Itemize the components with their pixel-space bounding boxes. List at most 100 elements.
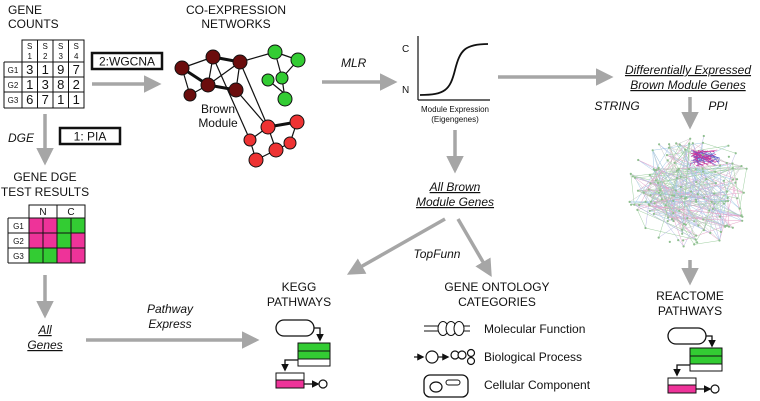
ppi-node bbox=[637, 158, 640, 162]
ppi-node bbox=[657, 167, 660, 170]
topfunn-label: TopFunn bbox=[414, 247, 461, 261]
ppi-node bbox=[688, 142, 691, 145]
ppi-node bbox=[649, 182, 652, 185]
ppi-node bbox=[731, 178, 735, 181]
plot-sigmoid-curve bbox=[419, 43, 489, 96]
ppi-edge bbox=[643, 192, 729, 202]
green-node bbox=[261, 73, 275, 87]
ppi-edge bbox=[719, 165, 722, 232]
gene-counts-block: GENE COUNTS S 1 S 2 S 3 S 4 G1 3 1 bbox=[3, 3, 85, 109]
ppi-node bbox=[724, 200, 727, 203]
string-label: STRING bbox=[594, 99, 639, 113]
ppi-edge bbox=[681, 143, 690, 234]
ppi-node bbox=[666, 220, 669, 223]
ppi-node bbox=[714, 170, 717, 173]
ppi-node bbox=[694, 198, 698, 201]
ppi-edge bbox=[649, 205, 726, 227]
ppi-node bbox=[741, 219, 744, 222]
ppi-node bbox=[667, 216, 670, 219]
ppi-edge bbox=[684, 149, 692, 192]
ppi-network bbox=[628, 134, 748, 248]
pia-box: 1: PIA bbox=[58, 126, 122, 146]
ppi-edge bbox=[687, 215, 742, 219]
gc-col-s3-b: 3 bbox=[58, 52, 63, 61]
ppi-edge bbox=[652, 150, 695, 222]
ppi-node bbox=[681, 232, 684, 235]
go-item-molecular-function: Molecular Function bbox=[484, 322, 585, 336]
gc-cell: 1 bbox=[57, 92, 64, 107]
dge-row-label: G3 bbox=[13, 252, 24, 261]
ppi-edge bbox=[694, 160, 704, 167]
ppi-node bbox=[740, 214, 743, 217]
gc-cell: 3 bbox=[42, 77, 49, 92]
ppi-edge bbox=[679, 144, 738, 199]
ppi-edge bbox=[686, 154, 704, 198]
ppi-node bbox=[703, 196, 706, 199]
all-genes-line1: All bbox=[37, 323, 52, 337]
reactome-title-line2: PATHWAYS bbox=[658, 304, 722, 318]
brown-module-nodes bbox=[174, 49, 248, 102]
go-title-line1: GENE ONTOLOGY bbox=[444, 280, 549, 294]
ppi-node bbox=[682, 245, 685, 248]
ppi-edge bbox=[645, 204, 649, 229]
ppi-edge bbox=[653, 213, 674, 222]
ppi-node bbox=[638, 203, 641, 207]
ppi-node bbox=[667, 146, 671, 149]
ppi-node bbox=[731, 167, 734, 170]
ppi-edge bbox=[653, 192, 660, 214]
ppi-node bbox=[726, 196, 729, 199]
gc-col-s4-a: S bbox=[74, 42, 79, 51]
reactome-pathway-icon bbox=[667, 327, 723, 394]
ppi-node bbox=[672, 212, 675, 215]
gene-counts-table: S 1 S 2 S 3 S 4 G1 3 1 9 7 G2 1 3 8 2 G3… bbox=[3, 39, 85, 109]
ppi-node bbox=[657, 181, 660, 185]
ppi-node bbox=[679, 175, 682, 178]
ppi-edge bbox=[675, 162, 727, 191]
reactome-title-line1: REACTOME bbox=[656, 289, 724, 303]
ppi-node bbox=[647, 188, 650, 191]
gc-cell: 1 bbox=[26, 77, 33, 92]
ppi-node bbox=[696, 193, 699, 196]
ppi-node bbox=[682, 222, 686, 226]
ppi-node bbox=[630, 203, 633, 206]
coexpression-network: Brown Module bbox=[174, 44, 306, 168]
ppi-node bbox=[658, 143, 661, 146]
gene-counts-title-line1: GENE bbox=[8, 3, 42, 17]
plot-xlabel-line1: Module Expression bbox=[421, 105, 489, 114]
ppi-edge bbox=[703, 197, 733, 228]
ppi-node bbox=[693, 220, 696, 223]
plot-xlabel-line2: (Eigengenes) bbox=[431, 115, 479, 124]
ppi-edge bbox=[686, 165, 742, 199]
ppi-node bbox=[702, 170, 705, 173]
kegg-title-line1: KEGG bbox=[282, 280, 317, 294]
ppi-edge bbox=[700, 152, 720, 159]
ppi-edge bbox=[648, 189, 704, 220]
molecular-function-icon bbox=[424, 321, 470, 336]
dge-results-table: N C G1 G2 G3 bbox=[7, 204, 86, 264]
kegg-pathway-icon bbox=[275, 319, 331, 389]
ppi-edge bbox=[649, 174, 660, 193]
ppi-edge bbox=[650, 171, 716, 184]
go-item-biological-process: Biological Process bbox=[484, 350, 582, 364]
ppi-edge bbox=[678, 163, 733, 169]
all-brown-line1: All Brown bbox=[429, 180, 481, 194]
ppi-node bbox=[701, 141, 705, 144]
ppi-edge bbox=[703, 171, 716, 231]
mlr-label: MLR bbox=[341, 56, 367, 70]
ppi-edge bbox=[676, 143, 725, 204]
ppi-edge bbox=[652, 150, 655, 170]
ppi-node bbox=[658, 191, 661, 194]
ppi-node bbox=[702, 229, 706, 232]
red-node bbox=[289, 114, 305, 130]
ppi-node bbox=[672, 199, 675, 202]
ppi-node bbox=[682, 239, 685, 242]
gc-cell: 9 bbox=[57, 62, 64, 77]
ppi-edge bbox=[683, 179, 734, 225]
wgcna-label: 2:WGCNA bbox=[99, 55, 155, 69]
ppi-edge bbox=[630, 173, 635, 205]
diff-expressed-line1: Differentially Expressed bbox=[625, 63, 751, 77]
ppi-edge bbox=[668, 144, 679, 170]
ppi-node bbox=[672, 219, 675, 223]
ppi-edge bbox=[660, 194, 713, 210]
